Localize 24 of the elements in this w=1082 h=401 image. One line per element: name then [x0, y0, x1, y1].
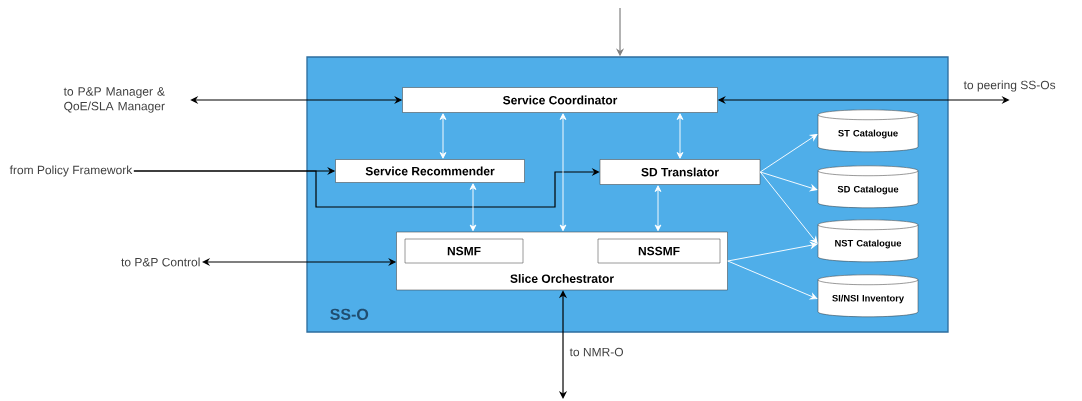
external-label: to P&P Control: [121, 257, 200, 267]
arrow: [559, 113, 567, 232]
arrow: [759, 134, 818, 173]
database-cylinder: NST Catalogue: [817, 219, 919, 263]
process-box: Service Recommender: [335, 159, 525, 183]
external-label: from Policy Framework: [9, 165, 133, 177]
arrow: [654, 185, 662, 232]
database-cylinder: SD Catalogue: [817, 165, 919, 209]
arrow: [469, 183, 477, 232]
process-box: NSMF: [404, 238, 524, 264]
database-cylinder: SI/NSI Inventory: [817, 274, 919, 318]
process-box: SD Translator: [599, 159, 761, 185]
arrow: [727, 241, 818, 262]
database-cylinder: ST Catalogue: [817, 109, 919, 153]
external-label: to peering SS-Os: [963, 80, 1056, 92]
arrow: [727, 260, 818, 300]
arrow: [759, 171, 818, 244]
process-box: Service Coordinator: [402, 87, 718, 113]
process-box: NSSMF: [597, 238, 721, 264]
edge-label: to NMR-O: [568, 346, 625, 358]
arrow: [676, 113, 684, 159]
external-label: to P&P Manager & QoE/SLA Manager: [63, 87, 165, 113]
arrow: [759, 171, 818, 192]
arrow: [439, 113, 447, 159]
